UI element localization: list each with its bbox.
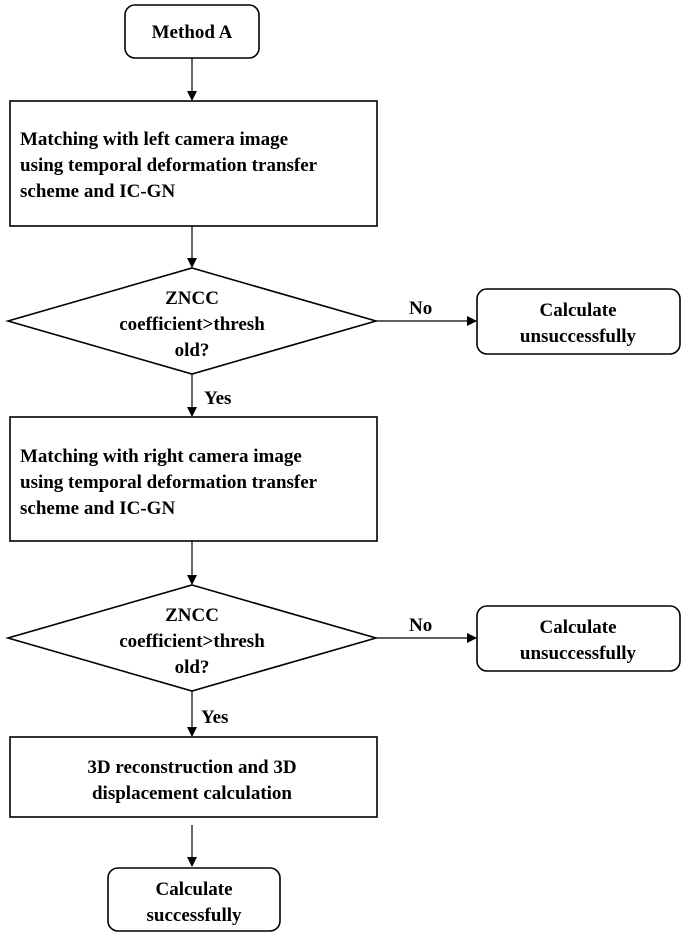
3d-reconstruction-step: 3D reconstruction and 3D displacement ca… xyxy=(9,736,378,818)
right-camera-matching-step: Matching with right camera image using t… xyxy=(9,416,378,542)
start-label: Method A xyxy=(152,22,233,43)
right-match-line-3: scheme and IC-GN xyxy=(20,498,175,519)
left-match-line-3: scheme and IC-GN xyxy=(20,181,175,202)
decision-2-line-2: coefficient>thresh xyxy=(119,631,265,652)
fail-node-1: Calculate unsuccessfully xyxy=(476,288,681,355)
fail-1-line-2: unsuccessfully xyxy=(520,326,637,347)
3d-step-line-1: 3D reconstruction and 3D xyxy=(87,757,296,778)
edge-label-yes-1: Yes xyxy=(204,388,231,409)
end-node: Calculate successfully xyxy=(107,867,281,932)
decision-2-line-3: old? xyxy=(175,657,210,678)
fail-node-2: Calculate unsuccessfully xyxy=(476,605,681,672)
left-match-line-1: Matching with left camera image xyxy=(20,129,288,150)
fail-2-line-2: unsuccessfully xyxy=(520,643,637,664)
end-line-2: successfully xyxy=(147,905,243,926)
decision-1-line-1: ZNCC xyxy=(165,288,219,309)
fail-1-line-1: Calculate xyxy=(539,300,616,321)
fail-2-line-1: Calculate xyxy=(539,617,616,638)
edge-label-no-1: No xyxy=(409,298,432,319)
left-match-line-2: using temporal deformation transfer xyxy=(20,155,318,176)
zncc-decision-1: ZNCC coefficient>thresh old? xyxy=(5,267,379,375)
right-match-line-2: using temporal deformation transfer xyxy=(20,472,318,493)
end-line-1: Calculate xyxy=(155,879,232,900)
3d-step-line-2: displacement calculation xyxy=(92,783,292,804)
decision-1-line-2: coefficient>thresh xyxy=(119,314,265,335)
start-node: Method A xyxy=(124,4,260,59)
edge-label-yes-2: Yes xyxy=(201,707,228,728)
decision-1-line-3: old? xyxy=(175,340,210,361)
edge-label-no-2: No xyxy=(409,615,432,636)
left-camera-matching-step: Matching with left camera image using te… xyxy=(9,100,378,227)
zncc-decision-2: ZNCC coefficient>thresh old? xyxy=(5,584,379,692)
decision-2-line-1: ZNCC xyxy=(165,605,219,626)
right-match-line-1: Matching with right camera image xyxy=(20,446,302,467)
